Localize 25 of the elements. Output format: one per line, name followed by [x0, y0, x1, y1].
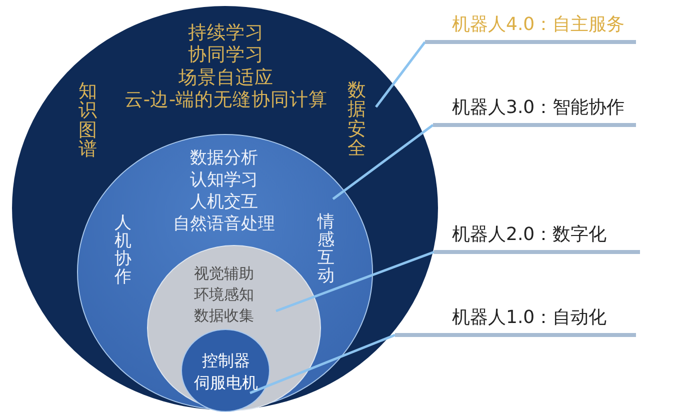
- capability-text: 伺服电机: [194, 374, 258, 392]
- capability-text: 人机交互: [190, 193, 258, 213]
- capability-text: 数据收集: [194, 307, 254, 325]
- capability-text: 场景自适应: [178, 67, 274, 89]
- leader-line: [375, 41, 426, 108]
- capability-text: 数据分析: [190, 149, 258, 169]
- stage-label: 机器人4.0：自主服务: [425, 13, 636, 44]
- capability-text: 协同学习: [188, 44, 264, 66]
- stage-label: 机器人2.0：数字化: [434, 223, 640, 254]
- capability-text: 认知学习: [190, 171, 258, 191]
- capability-text: 数据安全: [347, 81, 367, 159]
- leader-line: [332, 124, 434, 200]
- capability-text: 持续学习: [188, 22, 264, 44]
- capability-text: 视觉辅助: [194, 265, 254, 283]
- stage-label: 机器人3.0：智能协作: [433, 96, 636, 127]
- leader-line: [250, 334, 396, 394]
- capability-text: 知识图谱: [78, 82, 98, 160]
- capability-text: 人机协作: [114, 215, 132, 286]
- capability-text: 情感互动: [317, 214, 335, 286]
- capability-text: 自然语音处理: [173, 215, 275, 235]
- capability-text: 环境感知: [194, 286, 254, 304]
- leader-line: [276, 250, 434, 312]
- capability-text: 云-边-端的无缝协同计算: [124, 89, 328, 111]
- stage-label: 机器人1.0：自动化: [395, 306, 636, 337]
- capability-text: 控制器: [202, 352, 250, 370]
